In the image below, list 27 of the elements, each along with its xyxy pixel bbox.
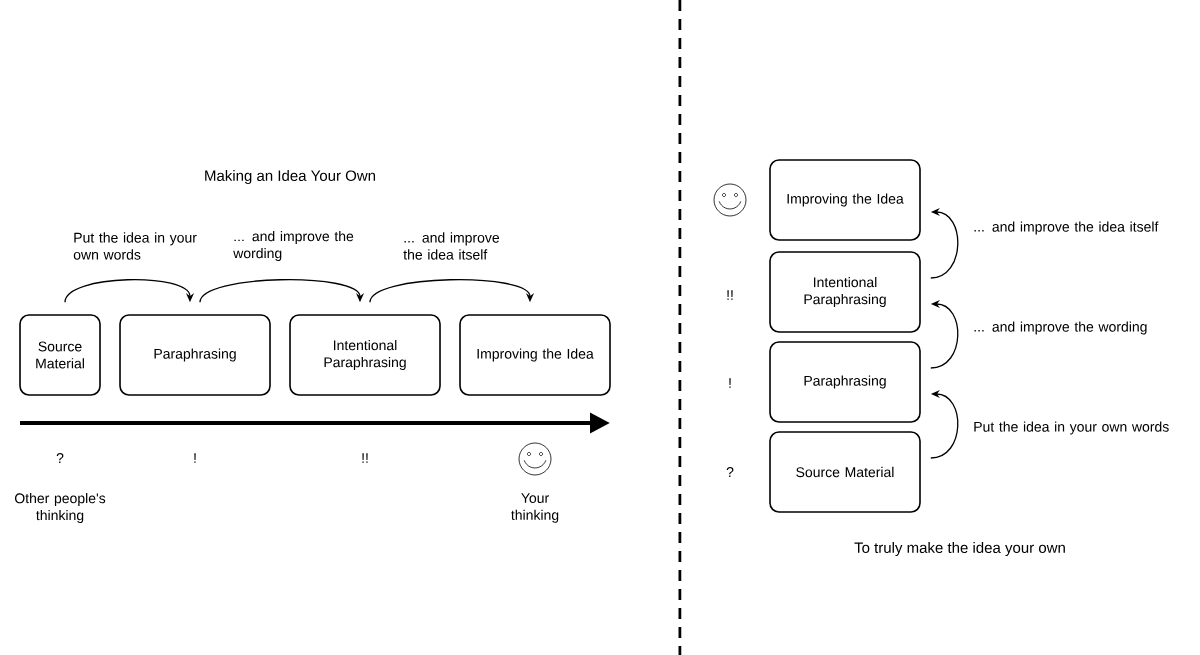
note-text: ! bbox=[194, 453, 196, 463]
title: Making an Idea Your Own bbox=[205, 170, 376, 184]
process-box: Paraphrasing bbox=[119, 314, 271, 396]
note-text: Other people's thinking bbox=[14, 492, 106, 523]
process-box: Source Material bbox=[769, 431, 921, 513]
note-text: ? bbox=[56, 453, 64, 463]
process-box: Intentional Paraphrasing bbox=[289, 314, 441, 396]
note-text: !! bbox=[727, 290, 733, 300]
edge-label: ... and improve the wording bbox=[233, 230, 354, 261]
edge-label: ... and improve the idea itself bbox=[403, 232, 500, 260]
edge-label: ... and improve the wording bbox=[974, 321, 1147, 335]
process-box: Source Material bbox=[19, 314, 101, 396]
edge-label: ... and improve the idea itself bbox=[974, 221, 1159, 235]
arrow bbox=[64, 279, 195, 303]
process-box: Improving the Idea bbox=[459, 314, 611, 396]
arrow bbox=[369, 279, 535, 303]
arrow bbox=[199, 279, 365, 303]
process-box: Paraphrasing bbox=[769, 341, 921, 423]
note-text: !! bbox=[362, 453, 368, 463]
note-text: ! bbox=[729, 378, 731, 388]
edge-label: Put the idea in your own words bbox=[974, 421, 1169, 435]
edge-label: Put the idea in your own words bbox=[73, 232, 197, 260]
process-box: Intentional Paraphrasing bbox=[769, 251, 921, 333]
process-box: Improving the Idea bbox=[769, 159, 921, 241]
note-text: Your thinking bbox=[511, 493, 559, 523]
note-text: ? bbox=[726, 467, 734, 477]
caption: To truly make the idea your own bbox=[854, 542, 1065, 556]
